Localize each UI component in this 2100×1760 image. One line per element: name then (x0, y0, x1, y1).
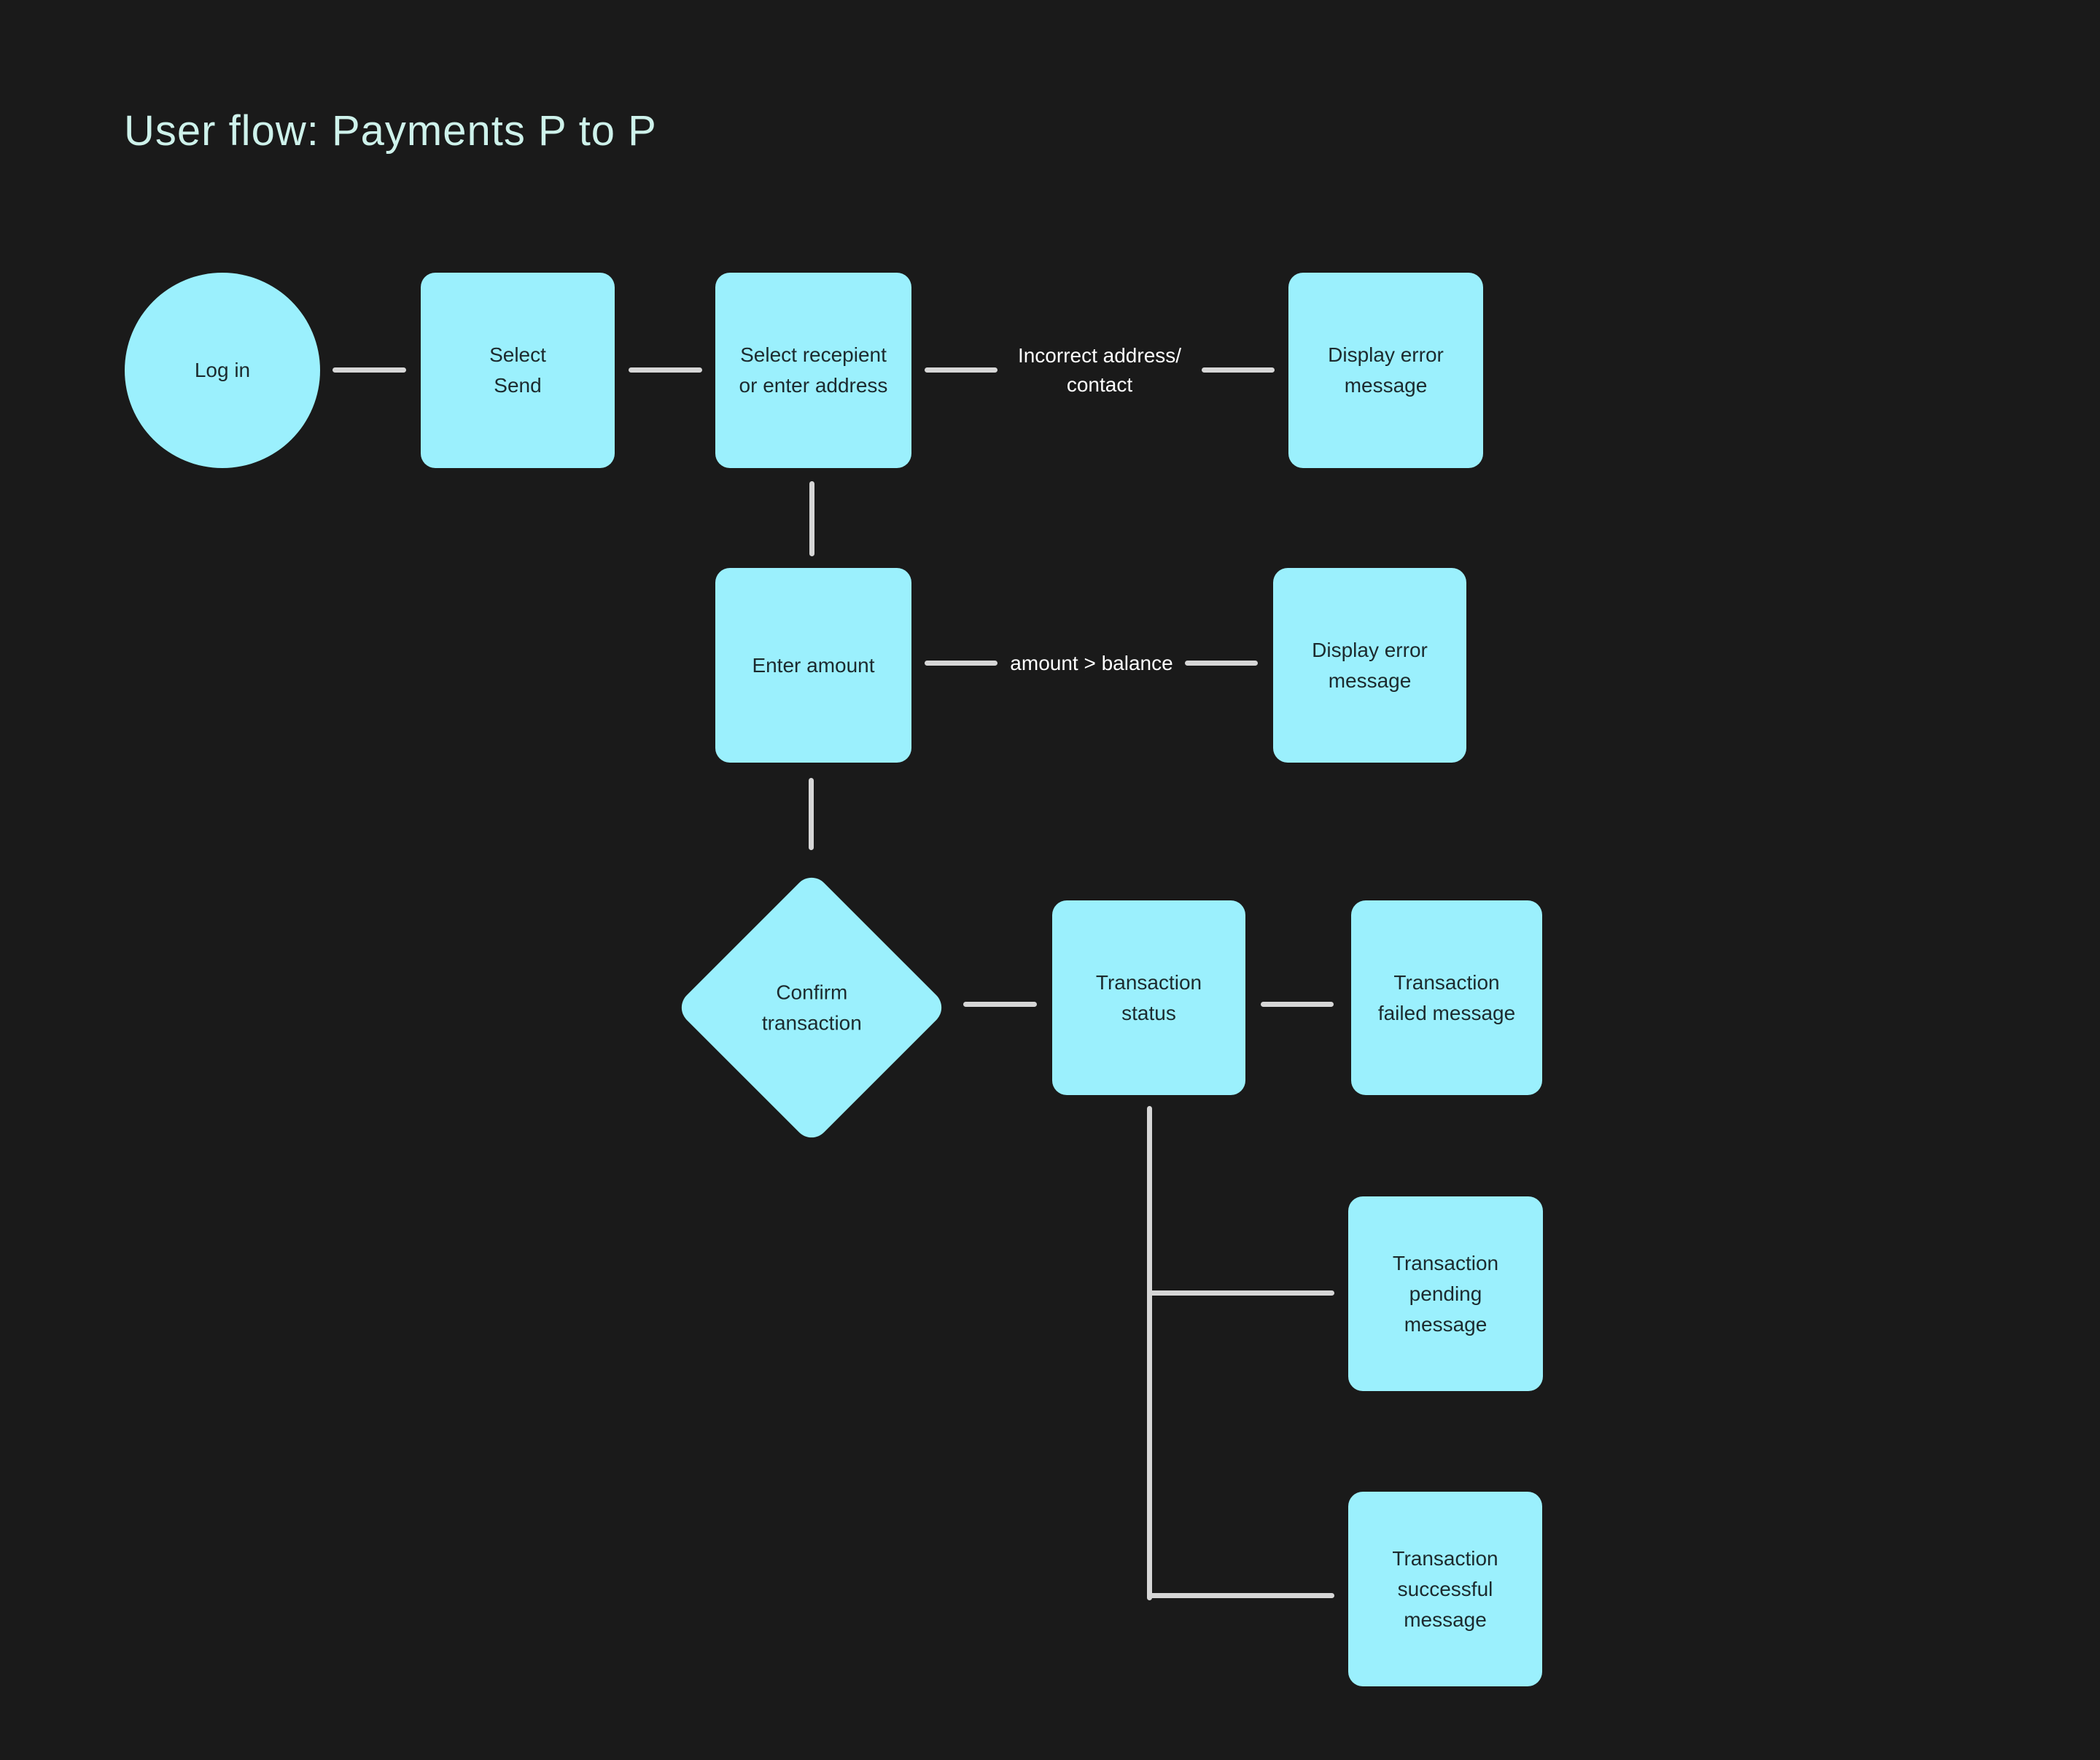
node-transaction-status[interactable]: Transaction status (1052, 900, 1245, 1095)
connector-selectsend-recipient (629, 367, 702, 373)
node-select-recipient[interactable]: Select recepient or enter address (715, 273, 911, 468)
connector-confirm-status (963, 1002, 1037, 1007)
node-label: Transaction (1393, 970, 1500, 994)
node-label: status (1121, 1001, 1176, 1024)
diamond-label-wrap: Confirm transaction (762, 977, 862, 1038)
node-label: pending (1409, 1282, 1482, 1305)
node-display-error-balance[interactable]: Display error message (1273, 568, 1466, 763)
node-label: Transaction (1392, 1546, 1498, 1570)
node-login[interactable]: Log in (125, 273, 320, 468)
node-transaction-failed[interactable]: Transaction failed message (1351, 900, 1542, 1095)
node-enter-amount[interactable]: Enter amount (715, 568, 911, 763)
node-transaction-successful[interactable]: Transaction successful message (1348, 1492, 1542, 1686)
node-label: Enter amount (752, 653, 875, 677)
connector-recipient-incorrect (925, 367, 998, 373)
connector-status-failed (1261, 1002, 1334, 1007)
node-label: Confirm (775, 981, 847, 1003)
node-label: Display error (1312, 638, 1428, 661)
node-label: Transaction (1095, 970, 1202, 994)
edge-label-line: contact (1066, 373, 1133, 396)
node-label: message (1344, 374, 1428, 397)
node-label: failed message (1377, 1001, 1516, 1024)
node-label: transaction (761, 1011, 862, 1034)
node-select-send[interactable]: Select Send (421, 273, 615, 468)
edge-label-line: Incorrect address/ (1017, 344, 1182, 367)
node-label: Select recepient (740, 343, 887, 366)
edge-label-amount-balance: amount > balance (1010, 649, 1172, 678)
connector-balance-errorbalance (1185, 661, 1258, 666)
connector-status-down (1147, 1106, 1152, 1600)
node-label: message (1328, 669, 1412, 692)
edge-label-line: amount > balance (1010, 652, 1173, 674)
node-confirm-transaction[interactable]: Confirm transaction (674, 870, 949, 1145)
node-label: Display error (1328, 343, 1444, 366)
node-label: message (1404, 1608, 1487, 1631)
connector-incorrect-erroraddress (1202, 367, 1275, 373)
node-label: Select (489, 343, 546, 366)
node-transaction-pending[interactable]: Transaction pending message (1348, 1196, 1543, 1391)
node-label: or enter address (739, 374, 888, 397)
node-label: message (1404, 1312, 1488, 1336)
node-label: Transaction (1392, 1251, 1499, 1274)
node-label: Log in (194, 359, 251, 381)
connector-enteramount-balance (925, 661, 998, 666)
connector-enteramount-confirm (809, 778, 814, 850)
connector-login-selectsend (332, 367, 406, 373)
connector-recipient-enteramount (809, 481, 814, 556)
node-display-error-address[interactable]: Display error message (1288, 273, 1483, 468)
node-label: Send (494, 374, 542, 397)
page-title: User flow: Payments P to P (124, 107, 657, 155)
node-label: successful (1397, 1577, 1493, 1600)
connector-branch-pending (1150, 1290, 1334, 1296)
connector-branch-successful (1147, 1593, 1334, 1598)
edge-label-incorrect-address: Incorrect address/ contact (1018, 341, 1181, 400)
